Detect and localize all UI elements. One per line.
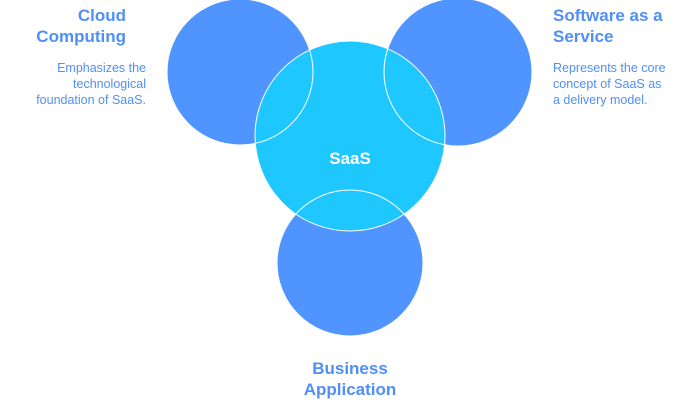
- left-title-line: Cloud: [77, 6, 126, 25]
- software-as-a-service-outline: [383, 0, 533, 147]
- business-application-outline: [276, 189, 424, 337]
- left-title-line: Computing: [36, 27, 126, 46]
- saas-center-outline: [254, 40, 446, 232]
- business-application-circle: [277, 190, 423, 336]
- right-title-line: Service: [553, 27, 614, 46]
- left-desc-line: technological: [73, 77, 146, 91]
- right-desc-line: concept of SaaS as: [553, 77, 662, 91]
- left-title: Cloud Computing: [36, 5, 126, 47]
- left-desc-line: foundation of SaaS.: [36, 93, 146, 107]
- left-description: Emphasizes the technological foundation …: [36, 60, 146, 108]
- bottom-title: Business Application: [250, 358, 450, 400]
- right-desc-line: Represents the core: [553, 61, 666, 75]
- bottom-title-line: Application: [303, 380, 397, 399]
- saas-center-circle: [255, 41, 445, 231]
- right-title: Software as a Service: [553, 5, 663, 47]
- cloud-computing-outline: [166, 0, 314, 146]
- right-description: Represents the core concept of SaaS as a…: [553, 60, 666, 108]
- right-title-line: Software as a: [553, 6, 663, 25]
- right-desc-line: a delivery model.: [553, 93, 648, 107]
- bottom-title-line: Business: [312, 359, 388, 378]
- center-label: SaaS: [329, 149, 371, 168]
- left-desc-line: Emphasizes the: [57, 61, 146, 75]
